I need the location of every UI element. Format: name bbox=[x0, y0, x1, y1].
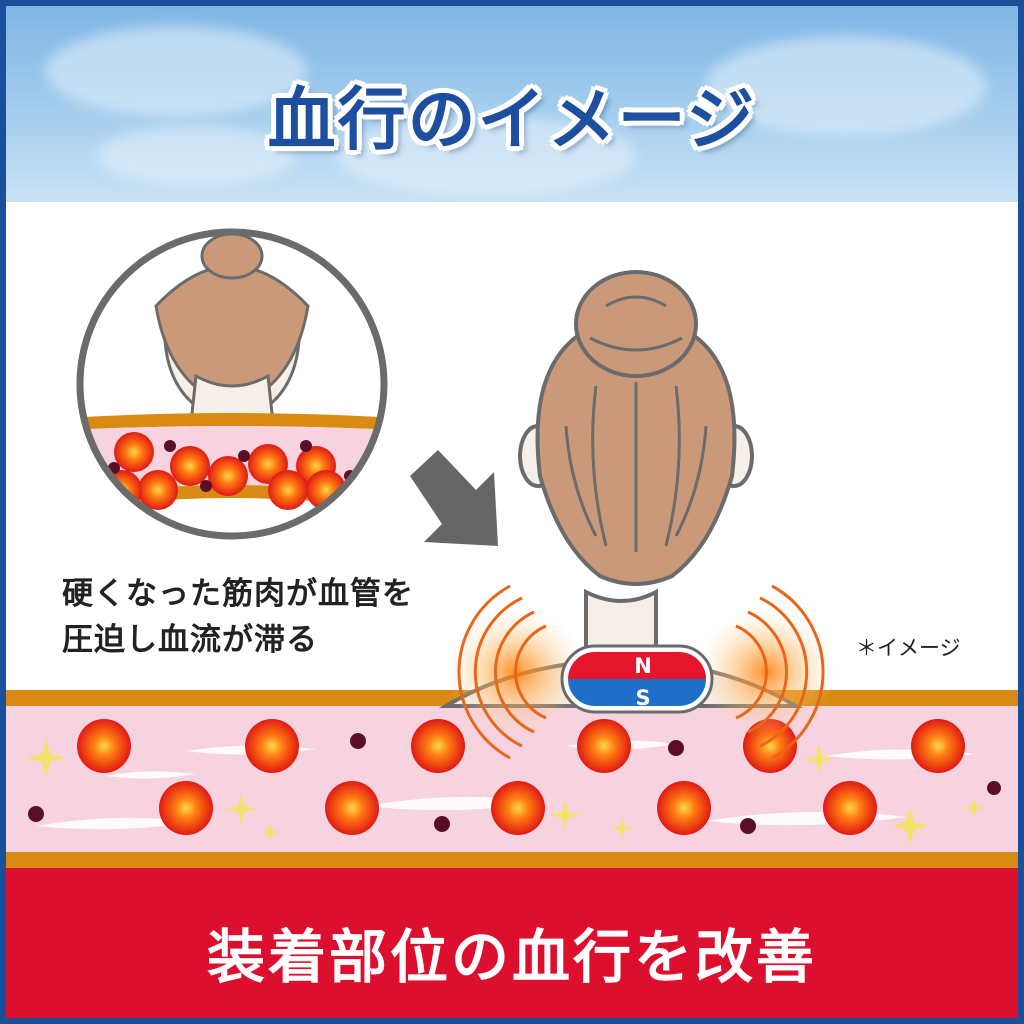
heat-glow bbox=[446, 584, 836, 760]
page-title: 血行のイメージ bbox=[267, 81, 757, 160]
before-caption-line2: 圧迫し血流が滞る bbox=[62, 622, 318, 658]
magnet-south-label: S bbox=[635, 686, 651, 710]
sky-header bbox=[6, 6, 1018, 202]
arrow-icon bbox=[410, 450, 498, 546]
before-caption-line1: 硬くなった筋肉が血管を bbox=[62, 576, 414, 612]
bottom-banner: 装着部位の血行を改善 bbox=[6, 868, 1018, 1018]
image-note: ＊イメージ bbox=[856, 636, 961, 660]
illustration bbox=[6, 228, 1018, 868]
blood-cell-group-lower bbox=[28, 719, 1001, 835]
magnet-icon bbox=[560, 644, 714, 714]
sparkle-icon bbox=[26, 738, 985, 845]
banner-text: 装着部位の血行を改善 bbox=[206, 923, 817, 991]
magnet-north-label: N bbox=[634, 654, 652, 678]
circular-zoom-lens bbox=[76, 228, 388, 540]
